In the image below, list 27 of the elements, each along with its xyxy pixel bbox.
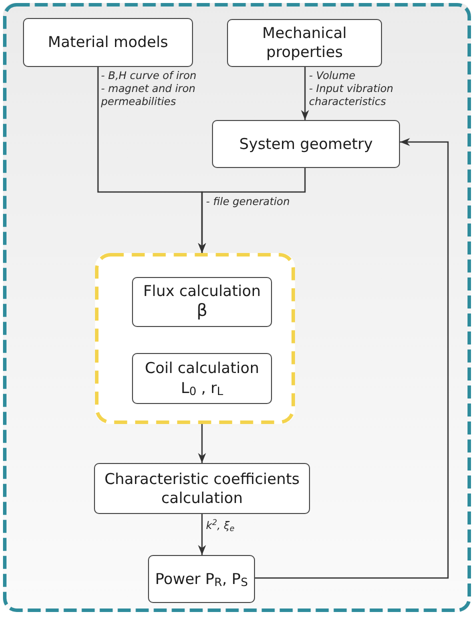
box-title: Mechanical properties xyxy=(261,24,348,62)
process-box xyxy=(227,19,382,67)
arrow xyxy=(198,514,206,555)
arrow xyxy=(198,168,306,253)
process-box xyxy=(212,120,400,168)
edge-label: - Volume - Input vibration characteristics xyxy=(309,70,394,109)
process-box xyxy=(23,18,193,67)
edge-label: - B,H curve of iron - magnet and iron permeabilities xyxy=(101,70,198,109)
dashed-frame xyxy=(3,3,471,612)
box-title: Material models xyxy=(48,33,168,52)
formula-text: L$_{0}$ , r$_{L}$ xyxy=(180,378,224,398)
box-title: Characteristic coefficients calculation xyxy=(103,470,301,508)
arrow xyxy=(301,67,309,120)
process-box xyxy=(148,555,255,603)
edge-label: k$^{2}$, ξ$_{e}$ xyxy=(206,520,234,533)
process-box xyxy=(132,277,272,327)
formula-text: β xyxy=(196,301,208,322)
box-title: Flux calculation xyxy=(143,282,261,301)
box-title: System geometry xyxy=(239,134,373,154)
process-box xyxy=(94,463,310,514)
arrow xyxy=(198,424,206,463)
box-title: Power P$_{R}$, P$_{S}$ xyxy=(155,570,248,588)
arrow xyxy=(255,138,449,579)
edge-label: - file generation xyxy=(206,196,290,209)
dashed-group-box xyxy=(95,253,295,424)
box-title: Coil calculation xyxy=(144,358,260,378)
process-box xyxy=(132,353,272,404)
